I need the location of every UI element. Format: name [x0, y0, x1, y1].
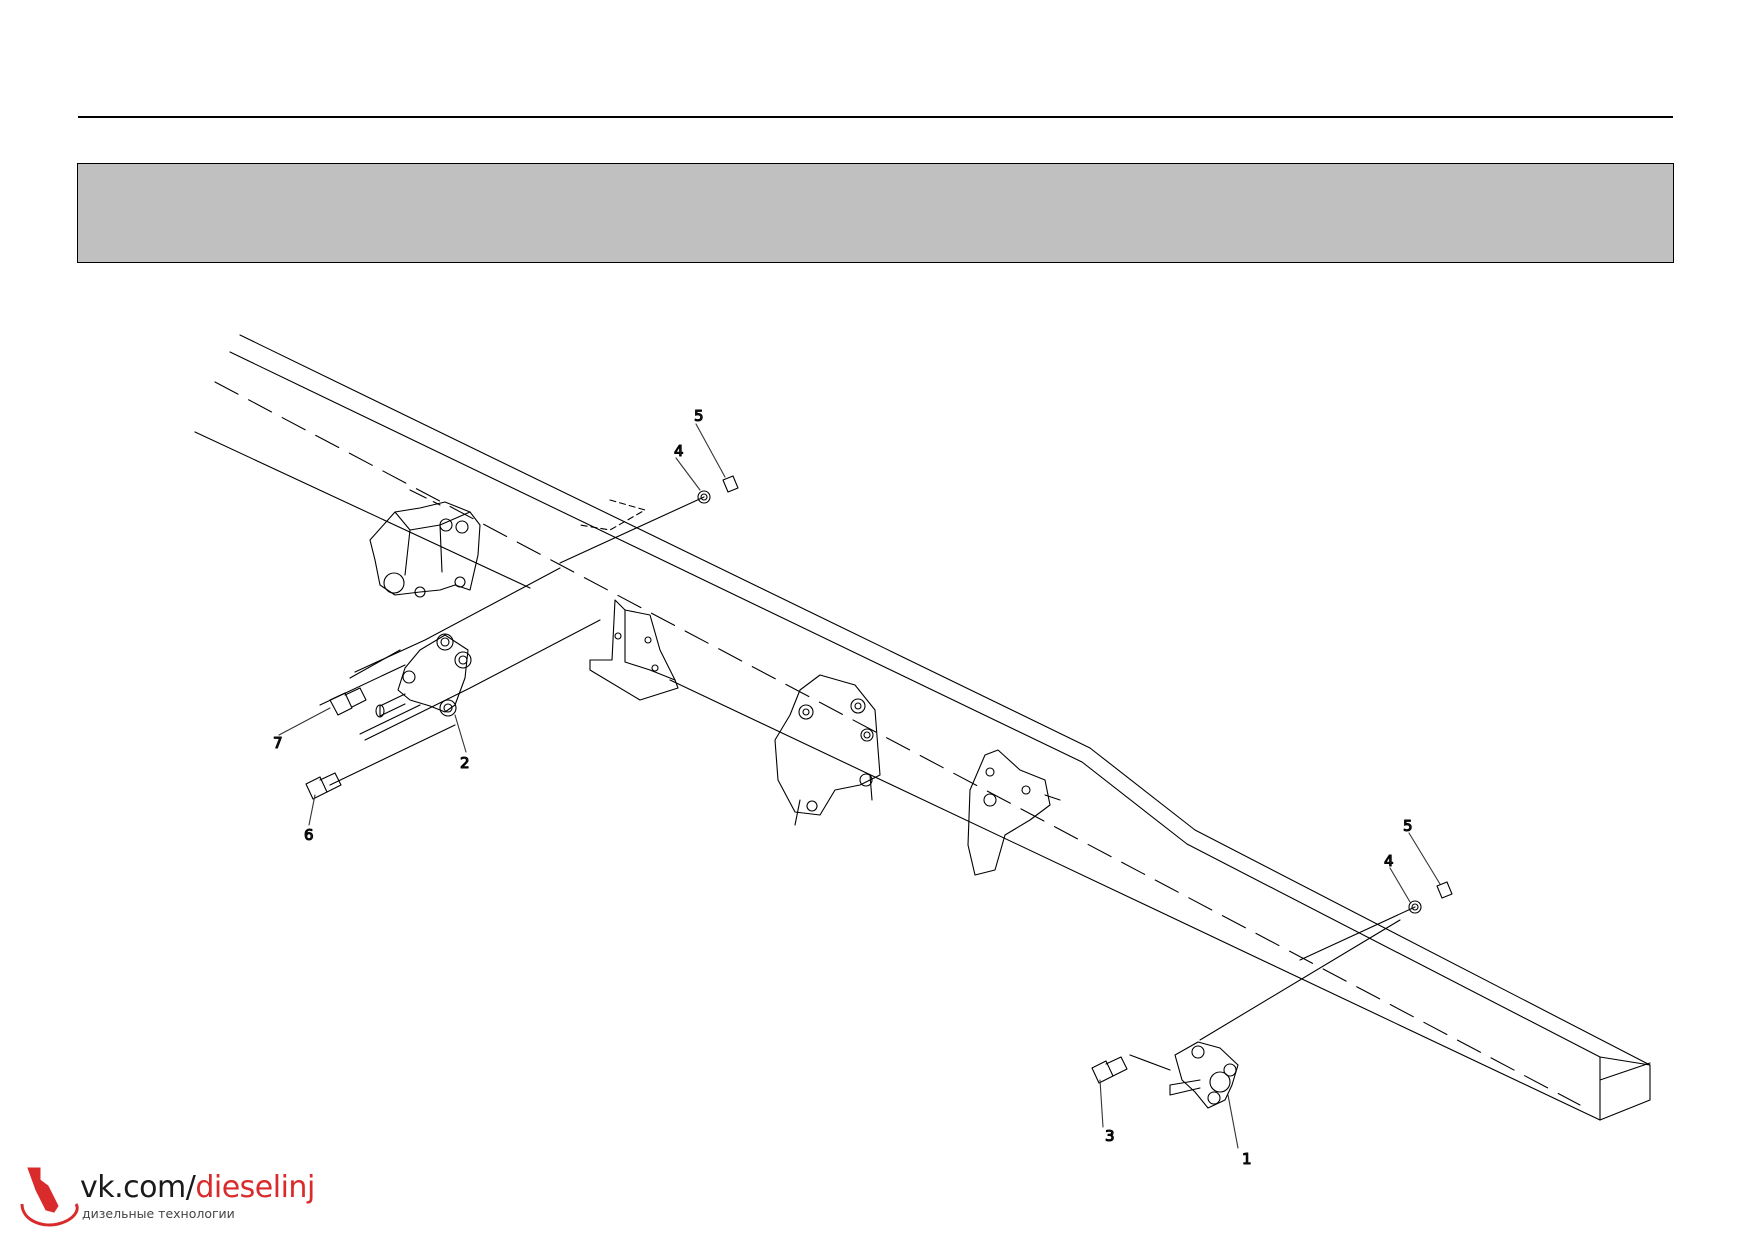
callout-5-upper: 5	[694, 407, 704, 425]
frame-rail	[194, 334, 1651, 1121]
front-pin-assembly	[1169, 919, 1401, 1109]
leader-lines	[278, 423, 1441, 1149]
watermark-site-name: dieselinj	[195, 1170, 315, 1205]
callout-6: 6	[304, 826, 314, 844]
watermark-tagline: дизельные технологии	[82, 1206, 235, 1221]
top-rule	[78, 116, 1673, 118]
watermark: vk.com/dieselinj дизельные технологии	[18, 1167, 315, 1232]
callout-3: 3	[1105, 1127, 1115, 1145]
hardware	[305, 475, 1453, 1084]
watermark-site-prefix: vk.com/	[80, 1170, 196, 1205]
large-spring-bracket	[774, 674, 881, 826]
injector-logo-icon	[20, 1167, 79, 1227]
callout-5-lower: 5	[1403, 817, 1413, 835]
callout-4-upper: 4	[674, 442, 684, 460]
callout-2: 2	[460, 754, 470, 772]
rear-spring-bracket	[369, 489, 481, 598]
callout-4-lower: 4	[1384, 852, 1394, 870]
callout-1: 1	[1242, 1150, 1252, 1168]
header-band	[77, 163, 1674, 263]
small-bracket	[967, 749, 1061, 876]
watermark-site: vk.com/dieselinj	[80, 1170, 315, 1205]
middle-bracket	[589, 599, 679, 701]
callout-7: 7	[273, 734, 283, 752]
shackle-plate	[349, 567, 601, 741]
